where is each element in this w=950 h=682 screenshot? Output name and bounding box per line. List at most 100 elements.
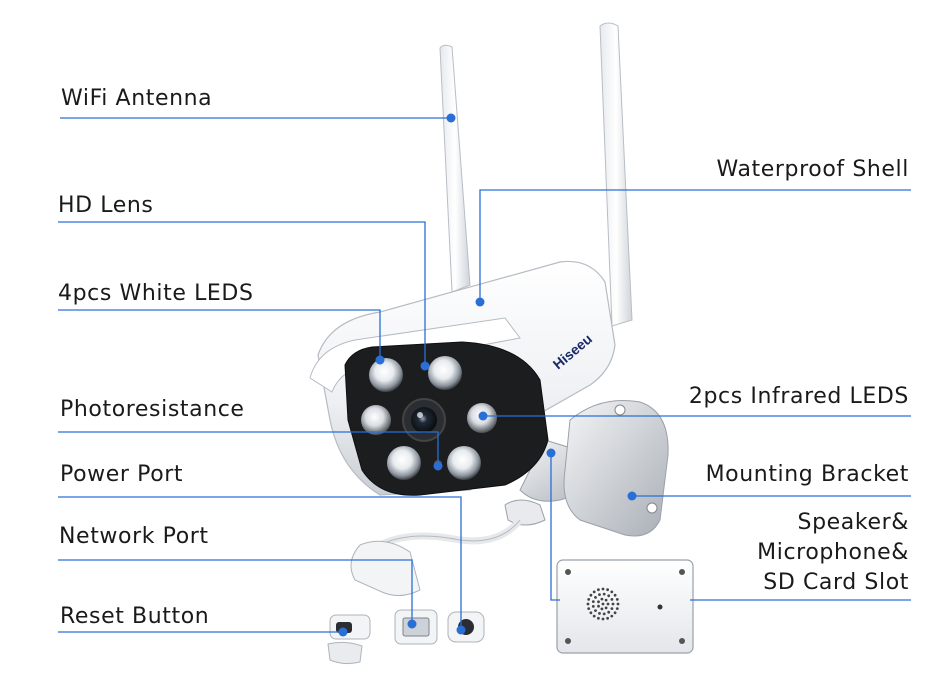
label-white-leds: 4pcs White LEDS [58,281,254,306]
speaker-panel [556,559,694,654]
label-infrared-leds: 2pcs Infrared LEDS [688,384,909,409]
infrared-led [361,405,391,435]
speaker-hole [597,600,600,604]
white-led [447,446,481,480]
speaker-hole [604,598,608,602]
leader-photoresistance [58,431,439,465]
leader-dot [420,361,430,371]
label-speaker-group: Speaker& Microphone& SD Card Slot [757,508,909,598]
label-hd-lens: HD Lens [58,193,154,218]
label-wifi-antenna: WiFi Antenna [61,86,213,111]
cable-outline [379,519,521,546]
speaker-hole [601,617,605,621]
leader-dot [456,625,466,635]
leader-dots [338,113,637,637]
speaker-hole [597,604,600,608]
leader-dot [546,448,556,458]
panel-screw [679,569,685,575]
panel-screw [565,569,571,575]
microphone-hole [657,604,663,610]
speaker-hole [610,598,614,601]
speaker-hole [594,596,597,599]
speaker-hole [601,602,605,606]
mounting-bracket [563,399,669,537]
speaker-hole [598,612,601,615]
left-antenna [439,44,471,293]
connector-splitter [350,540,421,596]
speaker-hole [589,593,593,597]
label-photoresistance: Photoresistance [60,397,245,422]
speaker-hole [611,602,615,606]
speaker-hole [597,588,600,592]
label-waterproof-shell: Waterproof Shell [716,157,909,182]
speaker-hole [610,614,614,618]
speaker-hole [601,587,605,591]
right-antenna [599,22,633,327]
leader-network-port [58,559,413,623]
speaker-hole [589,611,593,615]
speaker-hole [613,611,617,615]
hd-lens-glass [411,407,437,433]
speaker-hole [586,602,590,606]
speaker-hole [610,607,614,610]
label-microphone: Microphone& [757,540,909,565]
leader-waterproof-shell [479,189,911,300]
label-speaker: Speaker& [797,510,909,535]
bracket-screw [646,502,658,514]
leader-dot [433,461,443,471]
label-reset-button: Reset Button [60,604,210,629]
speaker-hole [606,588,609,592]
speaker-hole [598,593,601,596]
leader-dot [375,355,385,365]
white-led [369,358,403,392]
speaker-hole [610,590,614,594]
speaker-hole [592,590,596,594]
speaker-hole [594,609,597,612]
speaker-hole [591,605,595,608]
bracket-joint [504,499,546,526]
speaker-hole [602,592,606,596]
speaker-hole [616,602,620,606]
speaker-hole [606,602,610,606]
leader-white-leds [58,309,381,358]
leader-dot [446,113,456,123]
speaker-hole [597,616,600,620]
leader-dot [478,411,488,421]
speaker-hole [591,600,595,603]
connector-cap [327,641,363,665]
white-led [387,446,421,480]
speaker-hole [613,593,617,597]
panel-screw [565,638,571,644]
lens-reflection [417,412,423,418]
speaker-hole [604,606,608,610]
leader-hd-lens [58,221,426,362]
leader-lines [58,117,911,633]
label-power-port: Power Port [60,462,184,487]
speaker-hole [587,598,591,601]
leader-dot [338,627,348,637]
speaker-grill [586,587,620,621]
speaker-hole [615,607,619,610]
speaker-hole [606,616,609,620]
leader-dot [407,619,417,629]
speaker-hole [602,612,606,616]
cable [378,517,523,549]
label-mounting-bracket: Mounting Bracket [705,462,909,487]
label-sd-card-slot: SD Card Slot [763,570,909,595]
speaker-hole [607,594,611,598]
leader-dot [475,297,485,307]
speaker-hole [587,607,591,610]
network-port-jack [402,617,430,637]
white-led [428,356,462,390]
leader-power-port [58,496,462,630]
speaker-hole [600,597,604,601]
speaker-hole [600,607,604,611]
speaker-hole [592,614,596,618]
label-network-port: Network Port [59,524,209,549]
leader-speaker-drop [550,453,560,601]
speaker-hole [615,598,619,601]
speaker-hole [607,610,611,614]
panel-screw [679,638,685,644]
bracket-screw [614,404,626,416]
